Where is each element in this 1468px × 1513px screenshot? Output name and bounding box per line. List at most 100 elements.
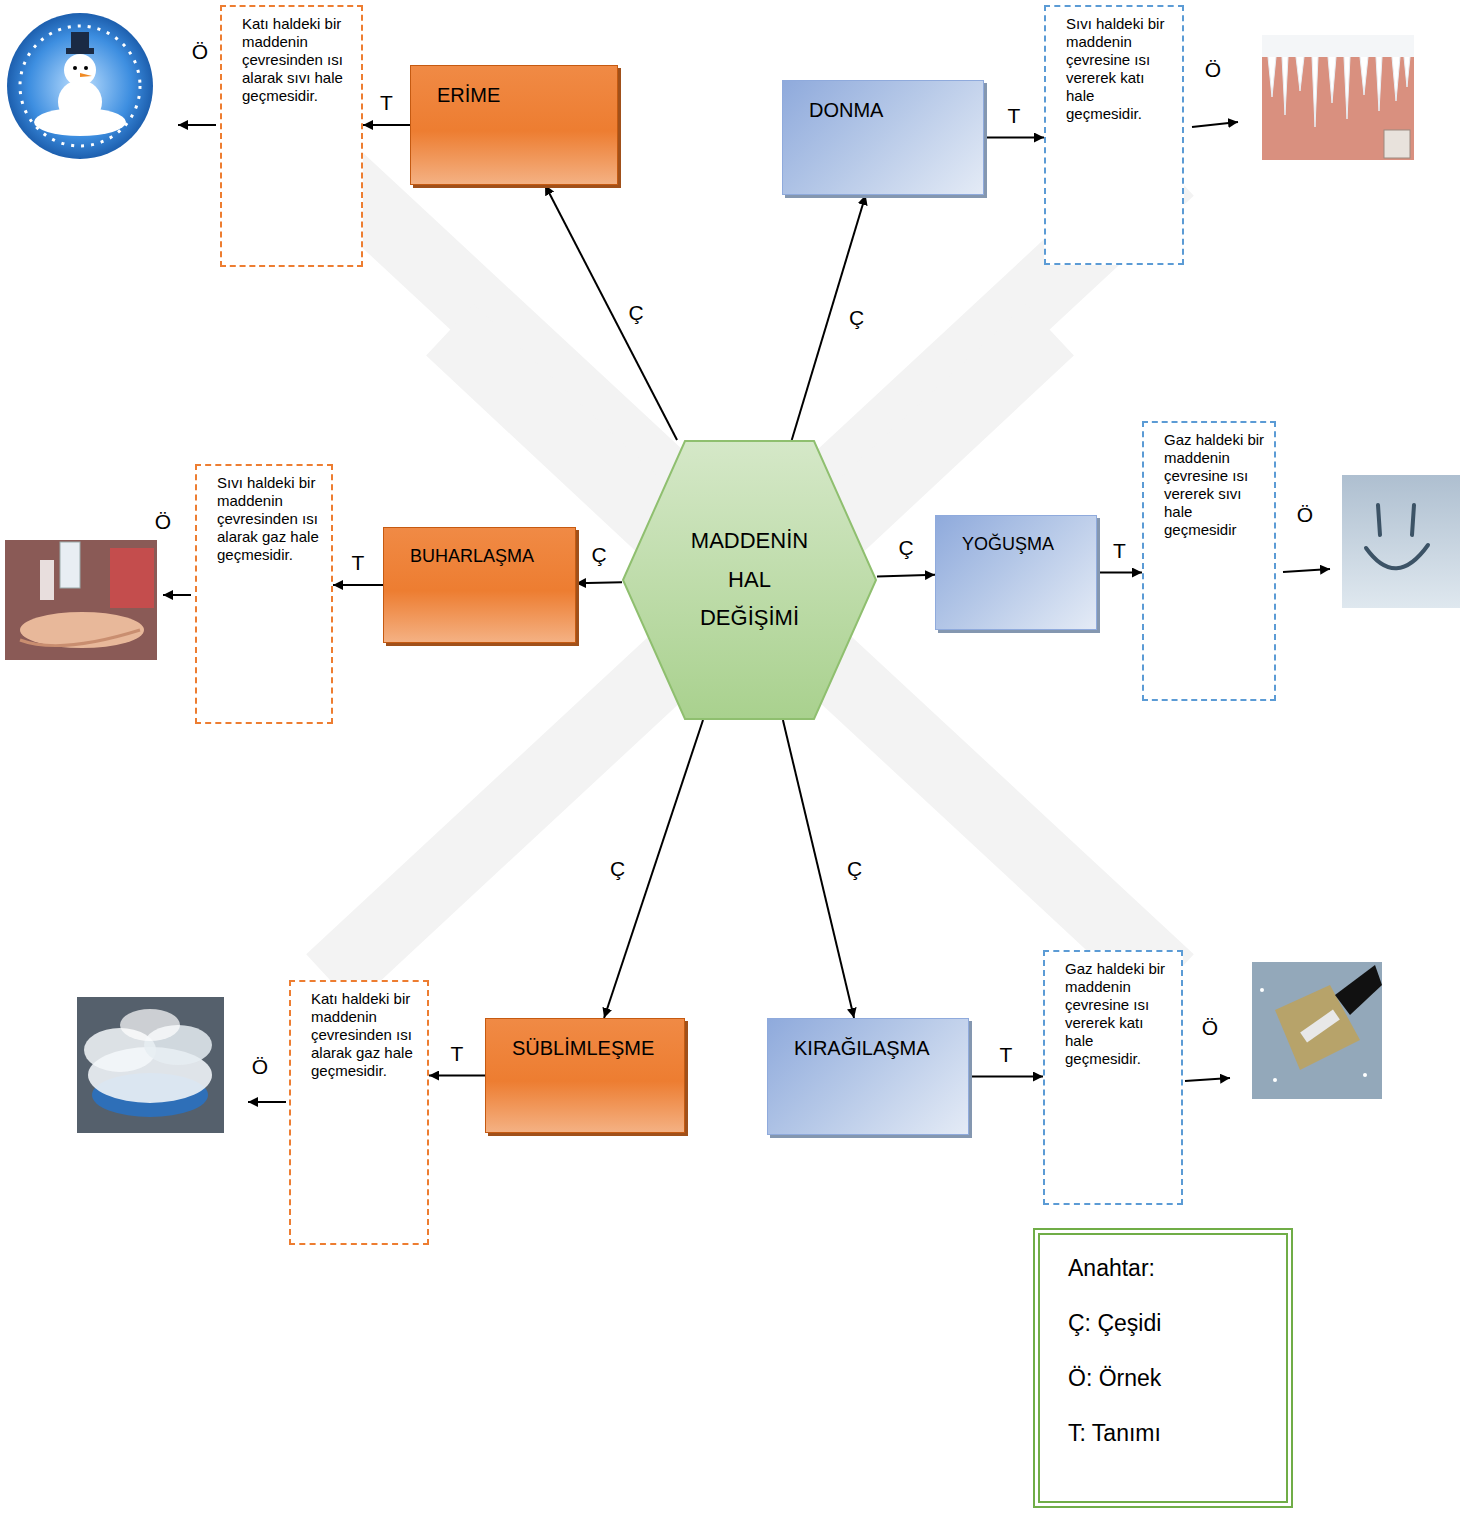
example-marker: Ö	[152, 510, 174, 533]
example-arrows-part	[1192, 122, 1238, 127]
snowman-picture-part	[58, 80, 102, 124]
icicle-picture	[1262, 35, 1414, 160]
dry-ice-picture-part	[77, 997, 224, 1133]
example-marker: Ö	[1202, 58, 1224, 81]
foggy-window-picture	[1342, 475, 1460, 608]
node-text: T: Tanımı	[1068, 1420, 1266, 1447]
frost-scraper-picture-part	[1273, 1078, 1277, 1082]
cologne-hand-picture-part	[60, 542, 80, 588]
cologne-hand-picture-part	[110, 548, 154, 608]
snowman-picture	[7, 13, 153, 159]
key-box: Anahtar:Ç: ÇeşidiÖ: ÖrnekT: Tanımı	[1033, 1228, 1293, 1508]
frost-scraper-picture-part	[1335, 965, 1382, 1015]
node-text: Ö: Örnek	[1068, 1365, 1266, 1392]
example-marker: Ö	[249, 1055, 271, 1078]
cologne-hand-picture-part	[5, 540, 157, 660]
connector-arrow	[1097, 572, 1142, 574]
frost-scraper-picture-part	[1252, 962, 1382, 1099]
cologne-hand-picture-part	[20, 612, 144, 648]
example-arrows-part	[248, 1101, 286, 1103]
example-marker: Ö	[1199, 1016, 1221, 1039]
edge-label: T	[448, 1042, 467, 1065]
connector-arrow	[545, 185, 677, 440]
icicle-picture-part	[1262, 35, 1414, 160]
node-text: Sıvı haldeki bir maddenin çevresinden ıs…	[217, 474, 323, 564]
node-text: ERİME	[437, 84, 607, 107]
cologne-hand-picture-part	[20, 630, 140, 646]
cologne-hand-picture-part	[40, 560, 54, 600]
edge-label: Ç	[844, 857, 865, 880]
example-marker: Ö	[189, 40, 211, 63]
definition-box: Gaz haldeki bir maddenin çevresine ısı v…	[1142, 421, 1276, 701]
edge-label: Ç	[625, 301, 646, 324]
edge-label: T	[1110, 539, 1129, 562]
node-text: Sıvı haldeki bir maddenin çevresine ısı …	[1066, 15, 1174, 123]
type-box: KIRAĞILAŞMA	[767, 1018, 969, 1135]
foggy-window-picture-part	[1342, 475, 1460, 608]
edge-label: Ç	[607, 857, 628, 880]
snowman-picture-part	[80, 73, 92, 77]
snowman-picture-part	[84, 66, 88, 70]
edge-label: T	[997, 1043, 1016, 1066]
connector-arrow	[333, 584, 383, 586]
connector-arrow	[969, 1076, 1043, 1078]
dry-ice-picture	[77, 997, 224, 1133]
connector-arrow	[429, 1075, 485, 1077]
definition-box: Gaz haldeki bir maddenin çevresine ısı v…	[1043, 950, 1183, 1205]
type-box: SÜBLİMLEŞME	[485, 1018, 685, 1133]
example-marker: Ö	[1294, 503, 1316, 526]
frost-scraper-picture	[1252, 962, 1382, 1099]
type-box: BUHARLAŞMA	[383, 527, 576, 643]
snowman-picture-part	[73, 66, 77, 70]
hexagon-outline-part	[623, 441, 876, 719]
node-text: KIRAĞILAŞMA	[794, 1037, 958, 1060]
definition-box: Katı haldeki bir maddenin çevresinden ıs…	[220, 5, 363, 267]
node-text: Gaz haldeki bir maddenin çevresine ısı v…	[1164, 431, 1266, 539]
frost-scraper-picture-part	[1260, 988, 1264, 992]
node-text: Gaz haldeki bir maddenin çevresine ısı v…	[1065, 960, 1173, 1068]
node-text: MADDENİN HAL DEĞİŞİMİ	[685, 522, 815, 638]
type-box: YOĞUŞMA	[935, 515, 1097, 630]
type-box: ERİME	[410, 65, 618, 185]
snowman-picture-part	[7, 13, 153, 159]
edge-label: T	[377, 91, 396, 114]
frost-scraper-picture-part	[1363, 1073, 1367, 1077]
foggy-window-picture-part	[1378, 505, 1414, 535]
example-arrows-part	[1185, 1078, 1230, 1081]
example-arrows-part	[163, 594, 191, 596]
definition-box: Sıvı haldeki bir maddenin çevresine ısı …	[1044, 5, 1184, 265]
node-text: Anahtar:	[1068, 1255, 1266, 1282]
icicle-picture-part	[1268, 57, 1410, 127]
edge-label: T	[1005, 104, 1024, 127]
frost-scraper-picture-part	[1300, 1010, 1340, 1043]
node-text: SÜBLİMLEŞME	[512, 1037, 674, 1060]
node-text: YOĞUŞMA	[962, 534, 1086, 555]
connector-arrow	[604, 720, 703, 1018]
definition-box: Sıvı haldeki bir maddenin çevresinden ıs…	[195, 464, 333, 724]
foggy-window-picture-part	[1366, 545, 1428, 568]
snowman-picture-part	[71, 32, 89, 50]
node-text: Katı haldeki bir maddenin çevresinden ıs…	[242, 15, 353, 105]
example-arrows-part	[1283, 569, 1330, 572]
type-box: DONMA	[782, 80, 984, 195]
edge-label: T	[349, 551, 368, 574]
cologne-hand-picture	[5, 540, 157, 660]
edge-label: Ç	[588, 543, 609, 566]
central-hexagon: MADDENİN HAL DEĞİŞİMİ	[622, 440, 877, 720]
snowman-picture-part	[64, 54, 96, 86]
edge-label: Ç	[846, 306, 867, 329]
connector-arrow	[363, 124, 410, 126]
snowman-picture-part	[20, 26, 140, 146]
edge-label: Ç	[895, 536, 916, 559]
node-text: BUHARLAŞMA	[410, 546, 565, 567]
icicle-picture-part	[1262, 35, 1414, 57]
dry-ice-picture-part	[120, 1009, 180, 1041]
node-text: DONMA	[809, 99, 973, 122]
example-arrows-part	[178, 124, 216, 126]
connector-arrow	[984, 137, 1044, 139]
node-text: Katı haldeki bir maddenin çevresinden ıs…	[311, 990, 419, 1080]
definition-box: Katı haldeki bir maddenin çevresinden ıs…	[289, 980, 429, 1245]
icicle-picture-part	[1384, 130, 1410, 158]
watermark	[330, 170, 1170, 980]
